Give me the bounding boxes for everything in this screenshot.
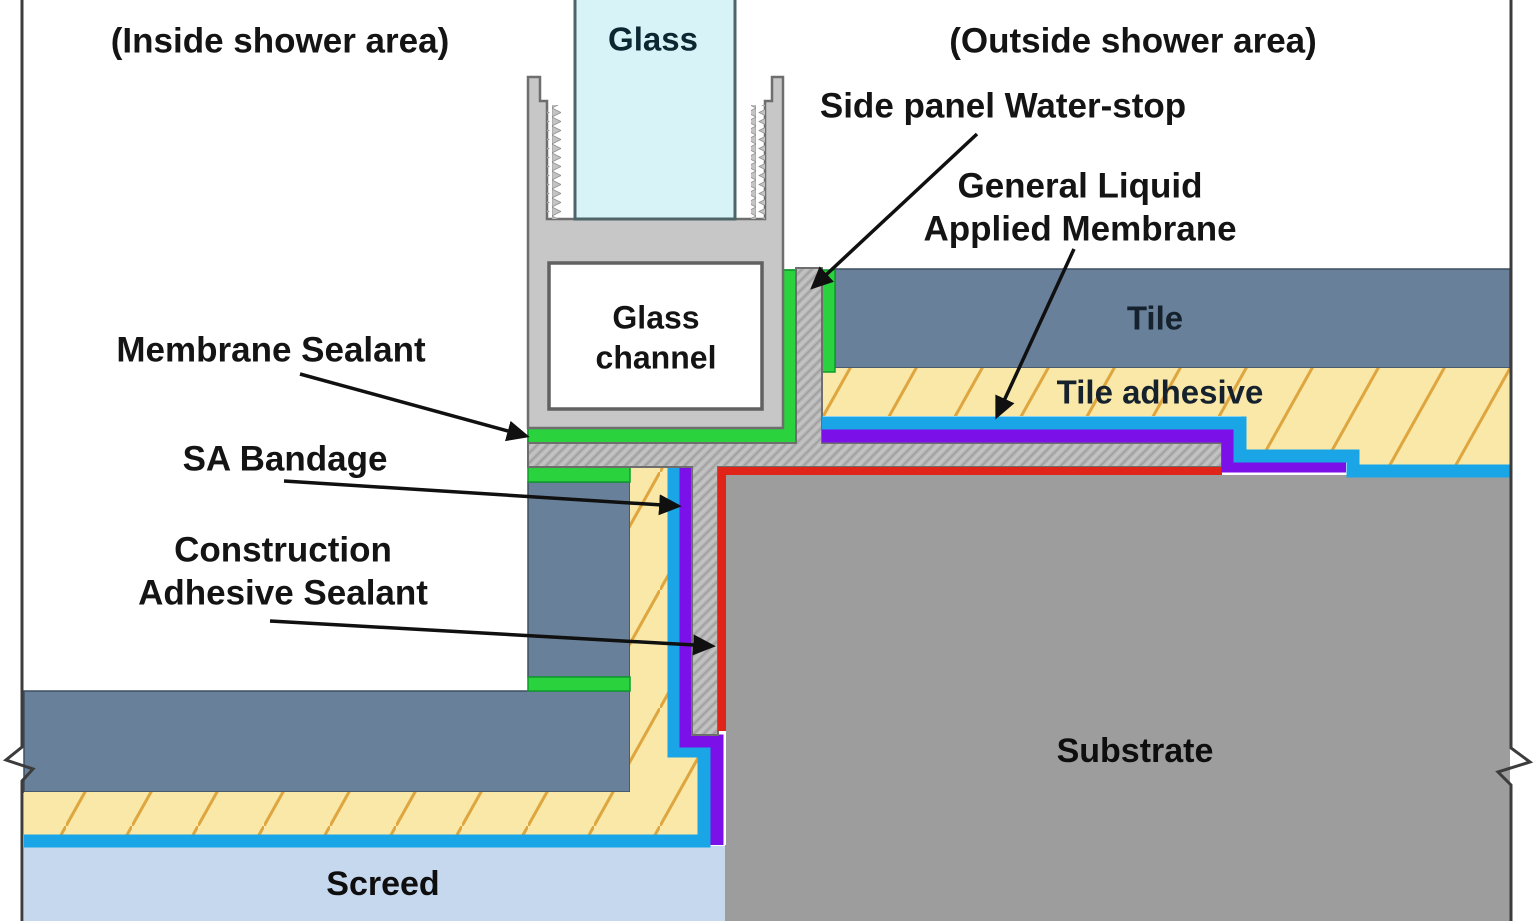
glass-panel [573, 0, 737, 221]
section-border-right [1495, 0, 1534, 921]
membrane-sealant-wall-top [527, 466, 631, 483]
side-panel-waterstop-label: Side panel Water-stop [819, 86, 1187, 126]
liquid-membrane-outside [822, 416, 1510, 478]
tile-adhesive-right-region [822, 368, 1510, 465]
liquid-membrane-inside [24, 464, 711, 848]
inside-shower-area-label: (Inside shower area) [110, 21, 450, 61]
screed-label: Screed [326, 864, 440, 903]
tile-adhesive-label: Tile adhesive [1056, 373, 1264, 411]
glass-channel-label: Glass channel [595, 299, 717, 375]
substrate-region [725, 475, 1510, 921]
sa-bandage-inside [679, 462, 724, 845]
liquid-membrane-arrow [995, 248, 1076, 420]
membrane-sealant-arrow [299, 372, 530, 442]
glass-label: Glass [608, 20, 698, 58]
tile-right-region [834, 268, 1511, 369]
tile-floor-region [23, 690, 631, 793]
channel-serration-right [751, 105, 765, 219]
substrate-label: Substrate [1056, 731, 1214, 770]
membrane-sealant-waterstop-right [821, 269, 836, 373]
outside-shower-area-label: (Outside shower area) [949, 21, 1317, 61]
construction-adhesive-sealant-line [718, 467, 1222, 731]
glass-channel-cavity [547, 261, 764, 411]
tile-adhesive-wall-region [630, 467, 668, 751]
screed-region [24, 846, 725, 921]
side-panel-waterstop-arrow [810, 132, 979, 290]
tile-wall-region [527, 481, 631, 678]
membrane-sealant-wall-floor-junction [527, 676, 631, 692]
tile-adhesive-floor-region [24, 792, 697, 836]
side-panel-waterstop-profile [527, 267, 1223, 736]
sa-bandage-label: SA Bandage [182, 439, 388, 479]
annotation-arrows [269, 132, 1076, 656]
construction-adhesive-sealant-label: Construction Adhesive Sealant [138, 530, 428, 613]
channel-serration-left [547, 105, 561, 219]
membrane-sealant-label: Membrane Sealant [116, 330, 426, 370]
sa-bandage-outside [822, 429, 1346, 473]
section-border-left [2, 0, 36, 921]
general-liquid-applied-membrane-label: General Liquid Applied Membrane [923, 166, 1237, 249]
construction-adhesive-arrow [269, 619, 716, 656]
tile-label: Tile [1126, 299, 1184, 337]
sa-bandage-arrow [283, 479, 682, 516]
